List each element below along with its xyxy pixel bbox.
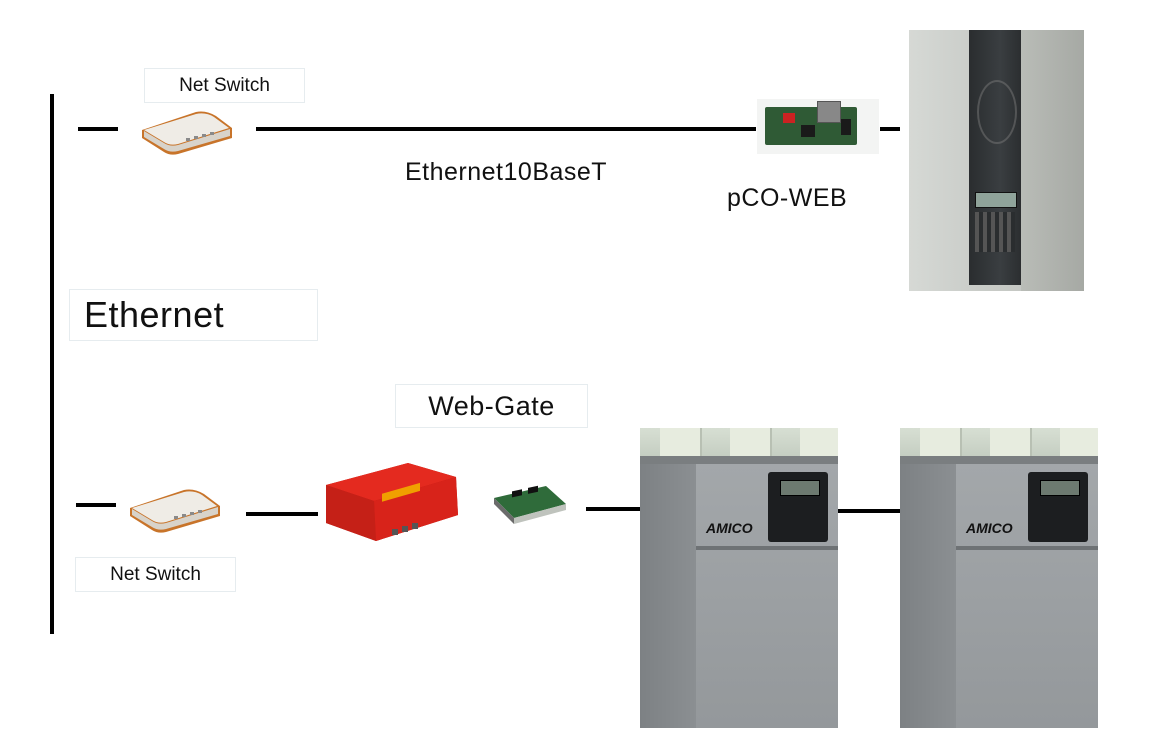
net-switch-top-text: Net Switch <box>179 74 270 96</box>
pco-web-label: pCO-WEB <box>727 184 848 212</box>
net-switch-icon <box>130 489 220 533</box>
web-gate-label: Web-Gate <box>395 384 588 428</box>
hvac-cabinet-icon: AMICO <box>900 428 1098 728</box>
line-backbone-to-bottom-switch <box>76 503 116 507</box>
hvac-cabinet-icon <box>909 30 1084 291</box>
line-backbone-to-top-switch <box>78 127 118 131</box>
ethernet-text: Ethernet <box>84 294 225 335</box>
amico-logo-2: AMICO <box>966 520 1013 536</box>
serial-card-icon <box>494 485 566 524</box>
line-bottom-switch-to-webgate <box>246 512 318 516</box>
line-amico-1-to-amico-2 <box>838 509 900 513</box>
ethernet-backbone <box>50 94 54 634</box>
line-top-switch-to-pco <box>256 127 756 131</box>
net-switch-bottom-label: Net Switch <box>75 557 236 592</box>
pco-web-card-icon <box>757 99 879 154</box>
ethernet-label: Ethernet <box>69 289 318 341</box>
line-pco-to-cabinet <box>880 127 900 131</box>
net-switch-top-label: Net Switch <box>144 68 305 103</box>
ethernet-link-label: Ethernet10BaseT <box>405 158 608 186</box>
hvac-cabinet-icon: AMICO <box>640 428 838 728</box>
net-switch-icon <box>142 111 232 155</box>
web-gate-text: Web-Gate <box>428 390 555 421</box>
line-card-to-amico-1 <box>586 507 642 511</box>
amico-logo-1: AMICO <box>706 520 753 536</box>
net-switch-bottom-text: Net Switch <box>110 563 201 585</box>
web-gate-box-icon <box>326 463 458 541</box>
